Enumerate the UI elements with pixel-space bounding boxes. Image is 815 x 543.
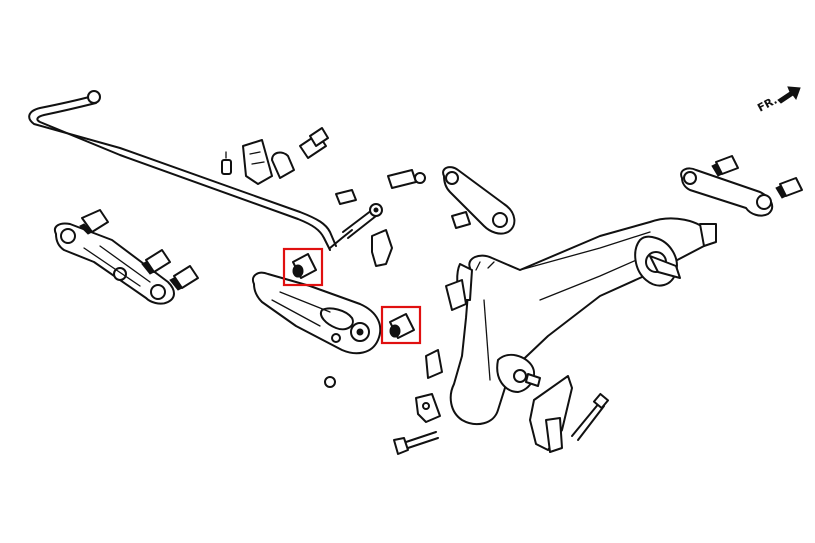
long-bolt (393, 431, 439, 455)
lower-arm-bushing-inner (282, 247, 324, 287)
knuckle-brackets (415, 279, 467, 423)
direction-indicator: FR. (755, 86, 801, 115)
compensator-arm-left (54, 222, 175, 305)
bushings-left (79, 209, 199, 291)
forward-arrow-icon (777, 86, 801, 104)
bushings-right (711, 155, 803, 199)
direction-label: FR. (755, 94, 779, 115)
stabilizer-bracket (221, 133, 327, 185)
upper-control-arm-right (680, 167, 774, 217)
upper-control-arm-center (442, 166, 516, 235)
lower-arm-bushing-outer (380, 305, 422, 345)
small-bushings-top (309, 127, 426, 205)
lower-control-arm (252, 271, 382, 355)
small-hardware-center (324, 211, 471, 388)
stabilizer-link (342, 203, 383, 239)
trailing-arm-knuckle (449, 217, 717, 426)
stabilizer-bar (28, 90, 353, 251)
brake-backing-plate (529, 375, 610, 453)
